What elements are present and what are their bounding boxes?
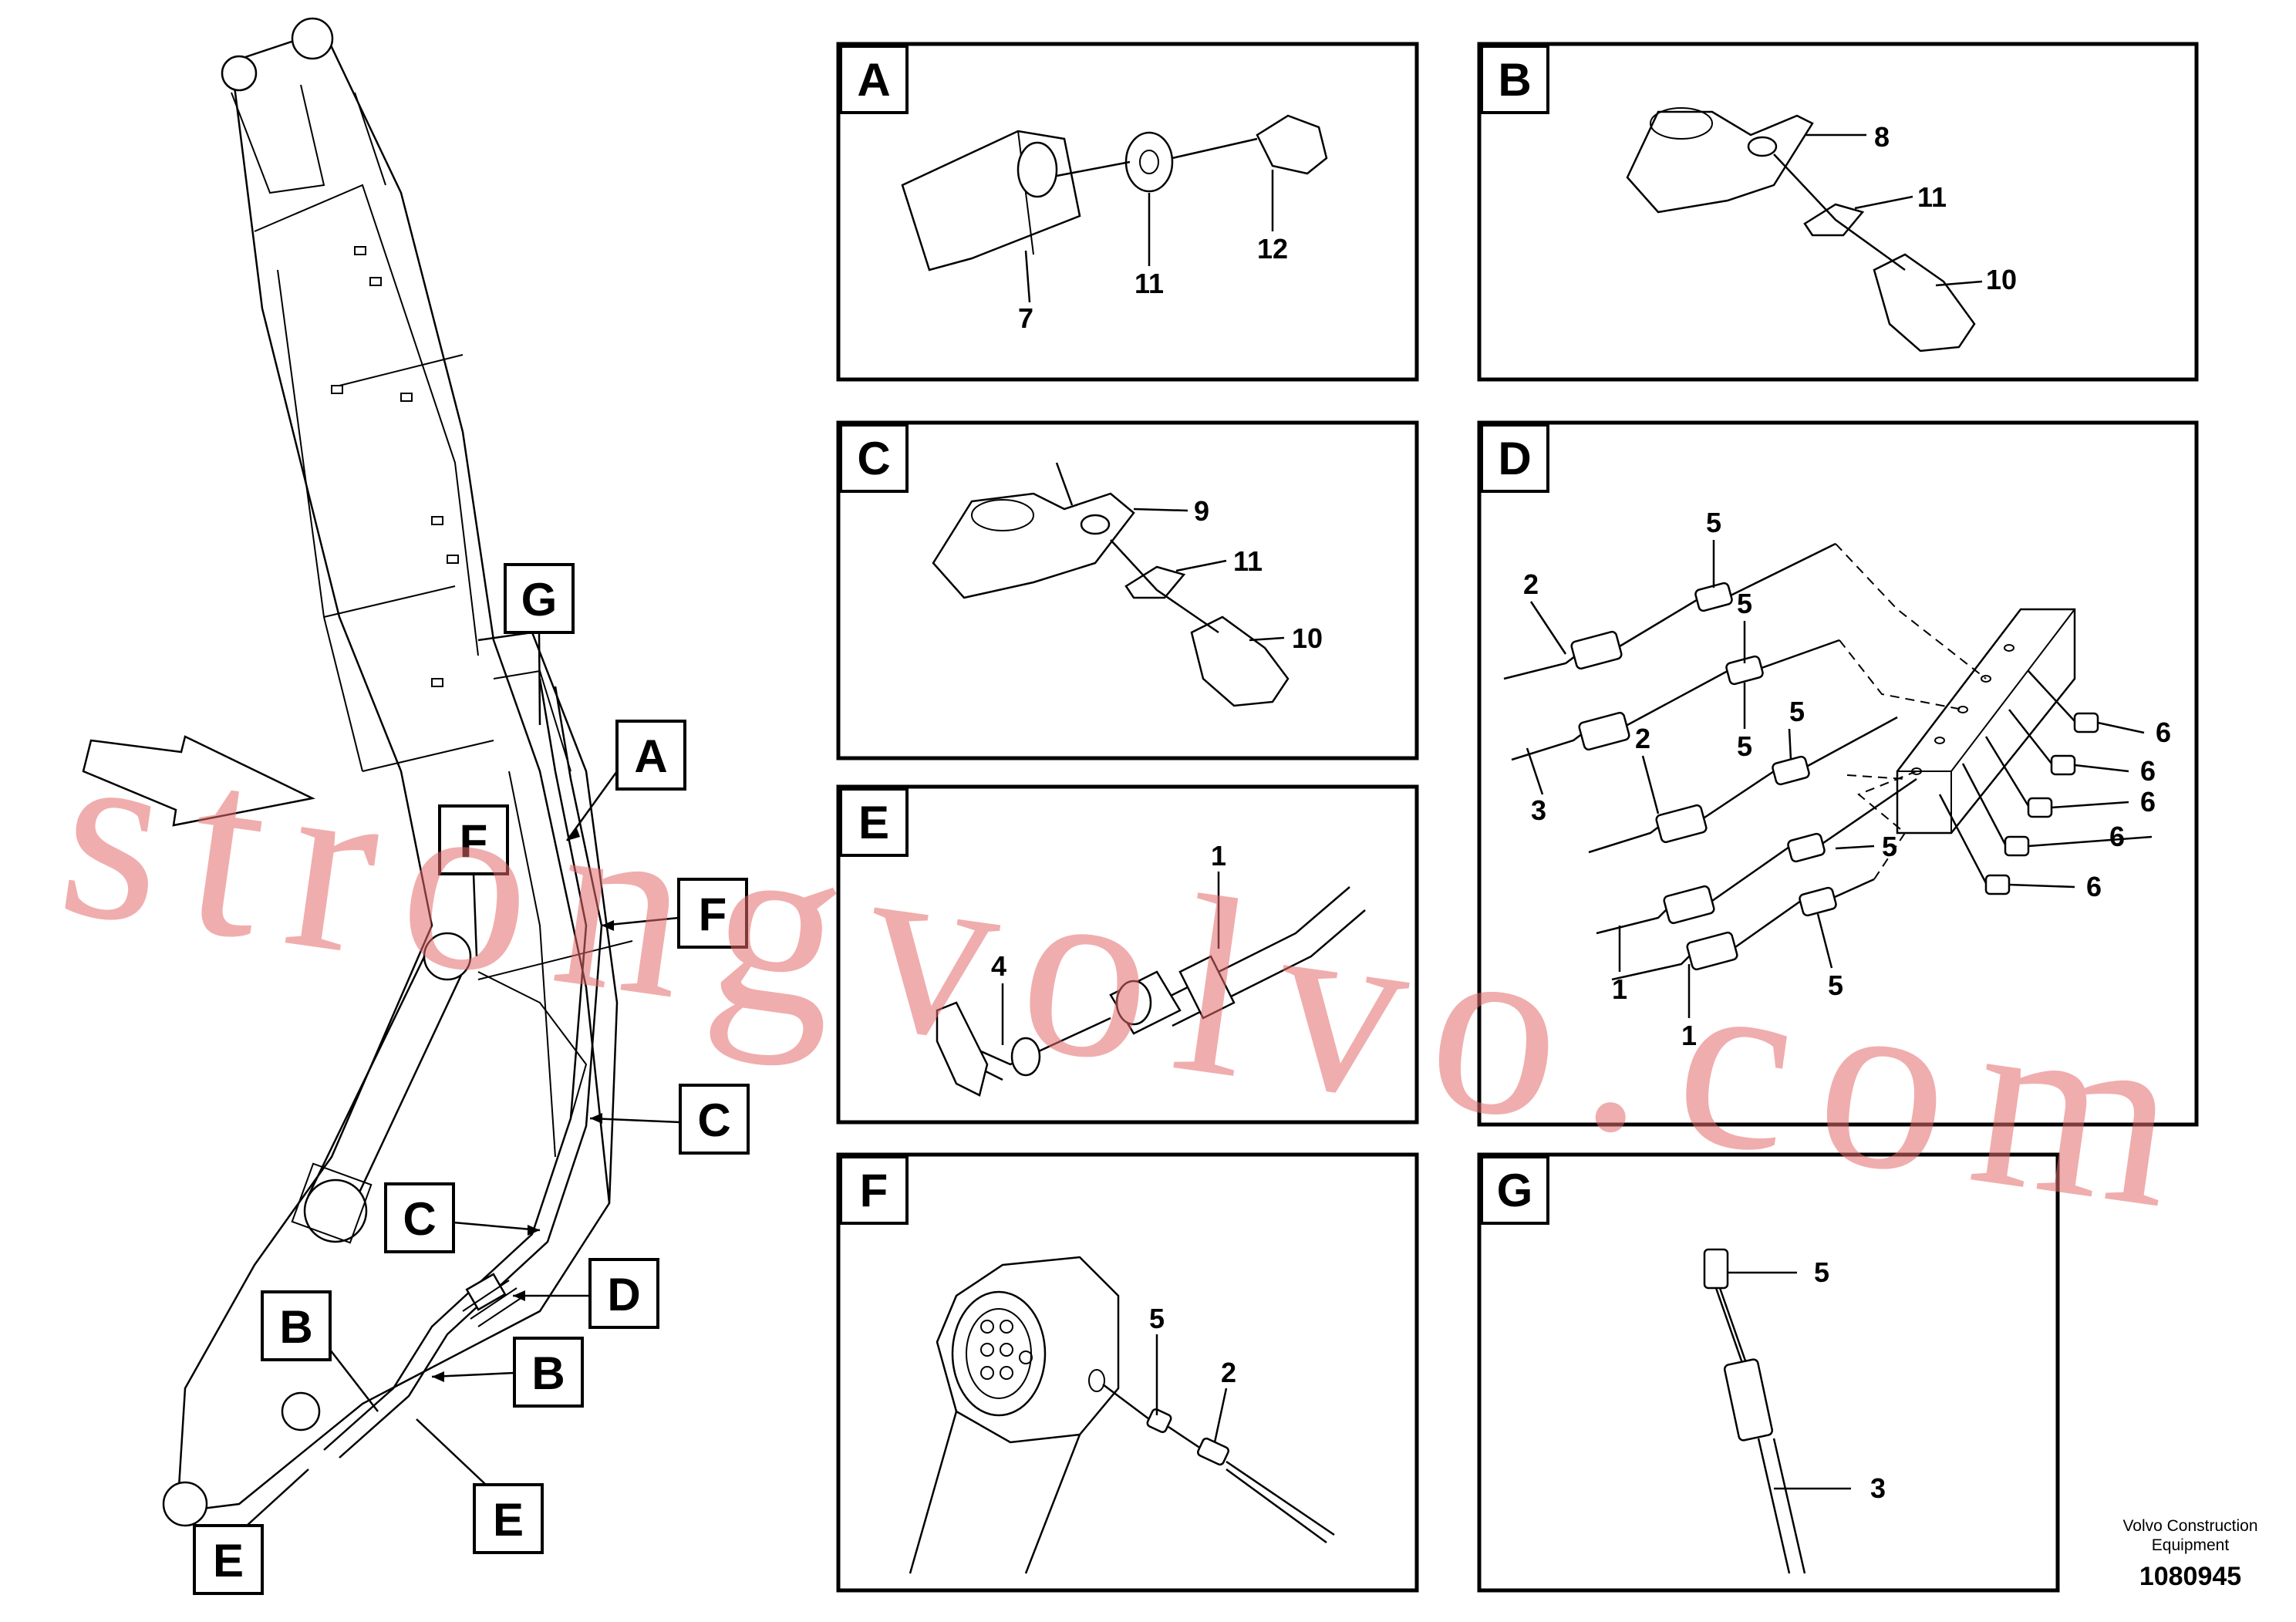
svg-text:5: 5	[1882, 831, 1897, 862]
svg-text:5: 5	[1789, 696, 1805, 727]
tag-g	[504, 563, 575, 634]
panel-b: B 8 11 10	[1477, 42, 2199, 382]
svg-text:3: 3	[1870, 1472, 1886, 1504]
svg-text:5: 5	[1149, 1303, 1165, 1334]
panel-d-letter: D	[1498, 433, 1531, 484]
svg-text:1: 1	[1612, 973, 1627, 1005]
panel-c-letter: C	[857, 433, 890, 484]
svg-text:8: 8	[1874, 121, 1890, 153]
block-d-cluster	[462, 1273, 525, 1327]
panel-a-letter: A	[857, 54, 890, 106]
svg-text:2: 2	[1221, 1357, 1236, 1388]
panel-f-letter: F	[860, 1165, 888, 1216]
tag-d	[588, 1258, 659, 1329]
tag-f-upper-label: F	[460, 815, 488, 867]
panel-a: A 7 11 12	[836, 42, 1419, 382]
tag-d-label: D	[607, 1269, 640, 1320]
tag-a	[615, 720, 686, 791]
tag-f-right-label: F	[699, 889, 727, 940]
svg-text:5: 5	[1828, 969, 1843, 1001]
boom-overview	[82, 17, 633, 1527]
drawing-number: 1080945	[2139, 1562, 2241, 1591]
panel-d: D	[1477, 420, 2199, 1127]
direction-arrow	[82, 735, 315, 827]
svg-text:1: 1	[1681, 1020, 1697, 1051]
footer-credits: Volvo Construction Equipment 1080945	[2122, 1517, 2257, 1591]
svg-text:2: 2	[1635, 723, 1650, 754]
svg-text:11: 11	[1233, 545, 1263, 577]
tag-c-left	[384, 1182, 455, 1253]
panel-e: E 1 4	[836, 784, 1419, 1125]
brand-line-2: Equipment	[2152, 1536, 2230, 1554]
tag-b-left-label: B	[279, 1301, 312, 1353]
svg-text:10: 10	[1986, 264, 2017, 295]
svg-text:6: 6	[2086, 871, 2102, 902]
svg-text:6: 6	[2156, 717, 2171, 748]
panel-g-letter: G	[1497, 1165, 1533, 1216]
svg-text:11: 11	[1917, 181, 1947, 213]
svg-text:10: 10	[1292, 622, 1323, 654]
tag-e-left-label: E	[213, 1535, 244, 1587]
tag-c-left-label: C	[403, 1193, 436, 1245]
tag-c-right-label: C	[697, 1094, 730, 1146]
svg-text:11: 11	[1135, 268, 1164, 299]
panel-e-letter: E	[858, 797, 889, 848]
tag-a-label: A	[634, 730, 667, 782]
brand-line-1: Volvo Construction	[2122, 1517, 2257, 1535]
tag-f-upper	[438, 804, 509, 875]
panel-c: C 9 11 10	[836, 420, 1419, 760]
svg-text:7: 7	[1018, 302, 1033, 334]
tag-e-right	[473, 1483, 544, 1554]
watermark-text: strongvolvo.com	[46, 686, 2222, 1266]
panel-f: F 5 2	[836, 1152, 1419, 1593]
panel-g: G 5 3	[1477, 1152, 2060, 1593]
svg-text:6: 6	[2109, 821, 2125, 852]
tag-g-label: G	[521, 574, 558, 626]
tag-b-right-label: B	[531, 1347, 565, 1399]
svg-text:4: 4	[991, 950, 1006, 982]
svg-text:5: 5	[1706, 507, 1721, 538]
svg-text:9: 9	[1194, 495, 1209, 527]
tag-b-right	[513, 1337, 584, 1408]
svg-text:5: 5	[1737, 730, 1752, 762]
tag-e-right-label: E	[493, 1494, 524, 1546]
panel-b-letter: B	[1498, 54, 1531, 106]
svg-text:6: 6	[2140, 755, 2156, 787]
tag-f-right	[677, 878, 748, 949]
tag-c-right	[679, 1084, 750, 1155]
tag-b-left	[261, 1290, 332, 1361]
svg-text:6: 6	[2140, 786, 2156, 818]
svg-text:2: 2	[1523, 568, 1539, 600]
overview-tags: G A F F C C D B B	[193, 563, 750, 1595]
svg-text:12: 12	[1257, 233, 1288, 265]
svg-text:5: 5	[1737, 588, 1752, 619]
tag-e-left	[193, 1524, 264, 1595]
svg-text:5: 5	[1814, 1256, 1829, 1288]
svg-text:1: 1	[1211, 840, 1226, 872]
svg-text:3: 3	[1531, 794, 1546, 826]
